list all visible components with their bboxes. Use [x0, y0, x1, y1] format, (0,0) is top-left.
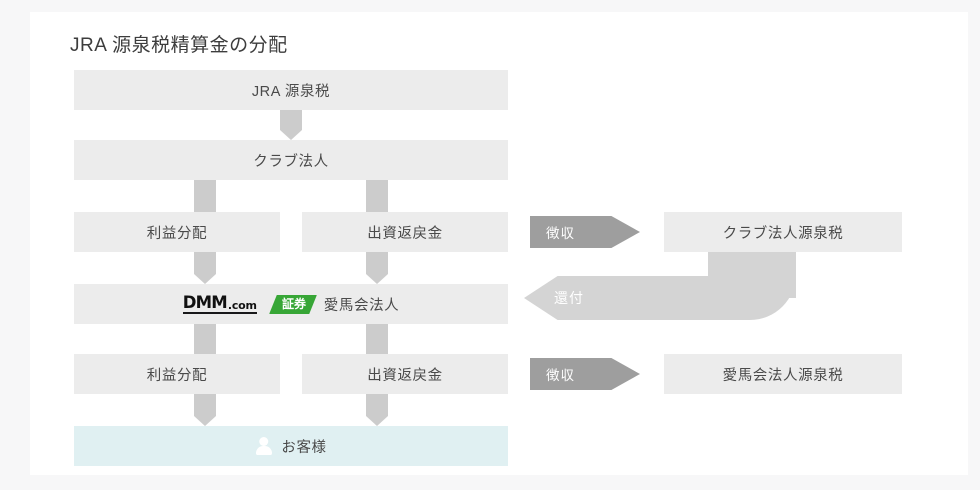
node-jra-tax-label: JRA 源泉税 — [251, 83, 331, 100]
node-club-corp: クラブ法人 — [74, 140, 508, 180]
node-club-corp-label: クラブ法人 — [253, 153, 329, 170]
dmm-word-text: DMM — [182, 292, 228, 312]
edge-collect-club-label: 徴収 — [546, 226, 575, 241]
connector-club-to-refund — [366, 180, 388, 212]
arrow-head — [366, 274, 388, 284]
arrow-head — [366, 416, 388, 426]
node-aibakai-withholding-tax-label: 愛馬会法人源泉税 — [722, 367, 844, 384]
node-aibakai-withholding-tax: 愛馬会法人源泉税 — [664, 354, 902, 394]
arrow-head — [194, 416, 216, 426]
dmm-securities-logo: DMM .com 証券 愛馬会法人 — [182, 292, 400, 315]
arrow-club-profit-to-aibakai — [194, 252, 216, 284]
arrow-shaft — [280, 110, 302, 130]
edge-refund-label: 還付 — [554, 290, 584, 306]
node-club-withholding-tax: クラブ法人源泉税 — [664, 212, 902, 252]
arrow-profit-to-customer — [194, 394, 216, 426]
node-customer: お客様 — [74, 426, 508, 466]
page-title: JRA 源泉税精算金の分配 — [70, 35, 288, 56]
node-aibakai-corp-label: 愛馬会法人 — [323, 297, 400, 314]
dmm-shoken-badge: 証券 — [269, 295, 317, 314]
node-aibakai-corp: DMM .com 証券 愛馬会法人 — [74, 284, 508, 324]
arrow-jra-to-club — [280, 110, 302, 140]
node-aibakai-refund: 出資返戻金 — [302, 354, 508, 394]
node-club-refund-label: 出資返戻金 — [367, 225, 443, 242]
arrow-shaft — [194, 394, 216, 416]
connector-aibakai-to-profit — [194, 324, 216, 354]
node-club-profit-label: 利益分配 — [146, 225, 208, 242]
node-club-refund: 出資返戻金 — [302, 212, 508, 252]
arrow-shaft — [194, 252, 216, 274]
arrow-shaft — [366, 252, 388, 274]
dmm-wordmark: DMM .com — [182, 292, 257, 314]
connector-aibakai-to-refund — [366, 324, 388, 354]
node-aibakai-profit-label: 利益分配 — [146, 367, 208, 384]
person-icon-body — [255, 445, 272, 455]
node-customer-label: お客様 — [281, 439, 327, 456]
dmm-underline-bar — [182, 311, 257, 314]
arrow-refund-to-customer — [366, 394, 388, 426]
edge-refund: 還付 — [524, 276, 664, 320]
arrow-shaft — [366, 394, 388, 416]
person-icon — [255, 436, 272, 456]
node-club-profit: 利益分配 — [74, 212, 280, 252]
edge-collect-aibakai-label: 徴収 — [546, 368, 575, 383]
diagram-card: JRA 源泉税精算金の分配 JRA 源泉税 クラブ法人 利益分配 出資返戻金 D… — [30, 12, 968, 475]
dmm-com-text: .com — [227, 298, 257, 312]
node-aibakai-refund-label: 出資返戻金 — [367, 367, 443, 384]
node-aibakai-profit: 利益分配 — [74, 354, 280, 394]
dmm-shoken-badge-label: 証券 — [281, 296, 306, 310]
connector-club-to-profit — [194, 180, 216, 212]
arrow-club-refund-to-aibakai — [366, 252, 388, 284]
edge-collect-aibakai: 徴収 — [530, 358, 640, 390]
person-icon-head — [259, 436, 269, 446]
edge-collect-club: 徴収 — [530, 216, 640, 248]
node-club-withholding-tax-label: クラブ法人源泉税 — [722, 225, 844, 242]
node-jra-tax: JRA 源泉税 — [74, 70, 508, 110]
arrow-head — [280, 130, 302, 140]
arrow-head — [194, 274, 216, 284]
